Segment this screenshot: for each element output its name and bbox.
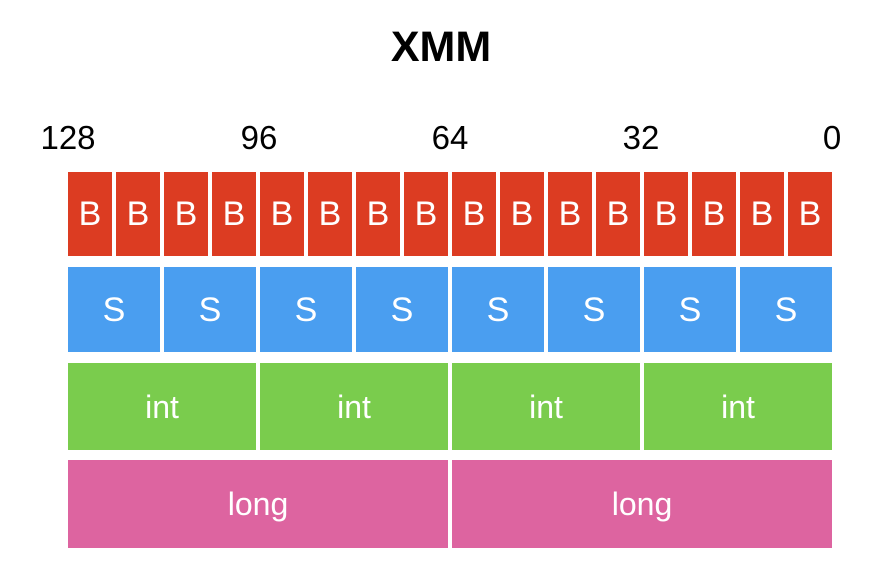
- int-row-cell: int: [644, 363, 832, 450]
- short-row-cell: S: [452, 267, 544, 352]
- cell-label: B: [558, 195, 582, 233]
- page-title: XMM: [390, 23, 492, 71]
- cell-label: B: [270, 195, 294, 233]
- byte-row-cell: B: [548, 172, 592, 256]
- cell-label: long: [227, 486, 289, 522]
- byte-row-cell: B: [500, 172, 544, 256]
- cell-label: B: [606, 195, 630, 233]
- short-row-cell: S: [644, 267, 736, 352]
- short-row-cell: S: [164, 267, 256, 352]
- long-row: long long: [68, 460, 832, 548]
- short-row-cell: S: [740, 267, 832, 352]
- cell-label: S: [294, 290, 318, 329]
- long-row-cell: long: [452, 460, 832, 548]
- cell-label: int: [337, 388, 371, 425]
- cell-label: int: [721, 388, 755, 425]
- byte-row-cell: B: [692, 172, 736, 256]
- cell-label: B: [174, 195, 198, 233]
- cell-label: B: [318, 195, 342, 233]
- byte-row-cell: B: [260, 172, 304, 256]
- byte-row-cell: B: [644, 172, 688, 256]
- cell-label: B: [798, 195, 822, 233]
- cell-label: long: [611, 486, 673, 522]
- cell-label: B: [366, 195, 390, 233]
- cell-label: B: [414, 195, 438, 233]
- byte-row-cell: B: [68, 172, 112, 256]
- cell-label: B: [78, 195, 102, 233]
- cell-label: int: [529, 388, 563, 425]
- cell-label: S: [774, 290, 798, 329]
- cell-label: B: [510, 195, 534, 233]
- short-row-cell: S: [548, 267, 640, 352]
- cell-label: B: [126, 195, 150, 233]
- bit-position-ruler: 128 96 64 32 0: [40, 118, 841, 158]
- int-row: int int int int: [68, 363, 832, 450]
- bit-label-32: 32: [622, 119, 660, 156]
- cell-label: B: [654, 195, 678, 233]
- byte-row-cell: B: [596, 172, 640, 256]
- bit-label-128: 128: [40, 119, 96, 156]
- cell-label: S: [198, 290, 222, 329]
- cell-label: B: [702, 195, 726, 233]
- cell-label: B: [222, 195, 246, 233]
- cell-label: B: [750, 195, 774, 233]
- short-row-cell: S: [356, 267, 448, 352]
- int-row-cell: int: [68, 363, 256, 450]
- cell-label: int: [145, 388, 179, 425]
- cell-label: S: [102, 290, 126, 329]
- cell-label: S: [678, 290, 702, 329]
- byte-row-cell: B: [740, 172, 784, 256]
- byte-row-cell: B: [788, 172, 832, 256]
- bit-label-96: 96: [240, 119, 278, 156]
- byte-row-cell: B: [452, 172, 496, 256]
- byte-row-cell: B: [164, 172, 208, 256]
- int-row-cell: int: [452, 363, 640, 450]
- int-row-cell: int: [260, 363, 448, 450]
- long-row-cell: long: [68, 460, 448, 548]
- byte-row-cell: B: [308, 172, 352, 256]
- cell-label: S: [486, 290, 510, 329]
- bit-label-64: 64: [431, 119, 469, 156]
- cell-label: B: [462, 195, 486, 233]
- byte-row-cell: B: [404, 172, 448, 256]
- bit-label-0: 0: [822, 119, 842, 156]
- short-row-cell: S: [260, 267, 352, 352]
- cell-label: S: [390, 290, 414, 329]
- byte-row-cell: B: [116, 172, 160, 256]
- short-row-cell: S: [68, 267, 160, 352]
- byte-row-cell: B: [212, 172, 256, 256]
- cell-label: S: [582, 290, 606, 329]
- byte-row-cell: B: [356, 172, 400, 256]
